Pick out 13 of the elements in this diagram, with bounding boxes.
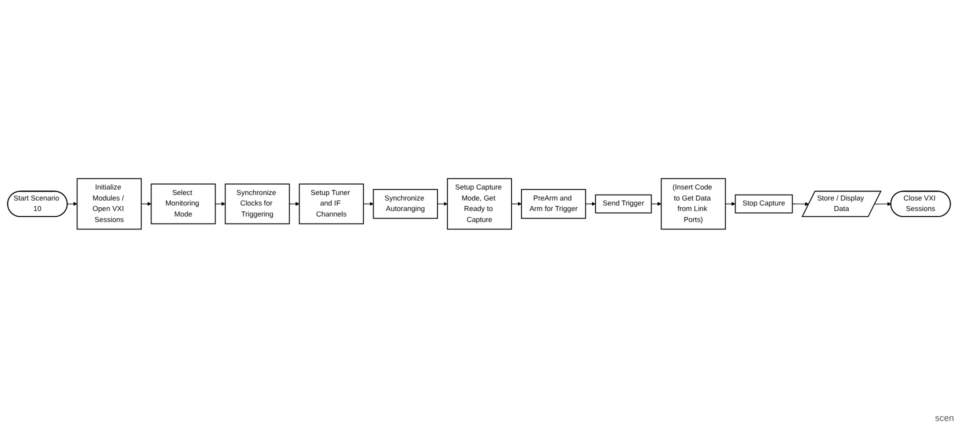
arrow (651, 202, 662, 206)
arrow (585, 202, 596, 206)
arrow (725, 202, 736, 206)
arrow (874, 202, 892, 206)
arrow (140, 202, 152, 206)
arrow (511, 202, 522, 206)
arrow (437, 202, 448, 206)
arrow (214, 202, 226, 206)
arrow (67, 202, 78, 206)
figure-code: scen (934, 413, 954, 423)
arrow (289, 202, 300, 206)
arrow (363, 202, 374, 206)
arrow (792, 202, 809, 206)
